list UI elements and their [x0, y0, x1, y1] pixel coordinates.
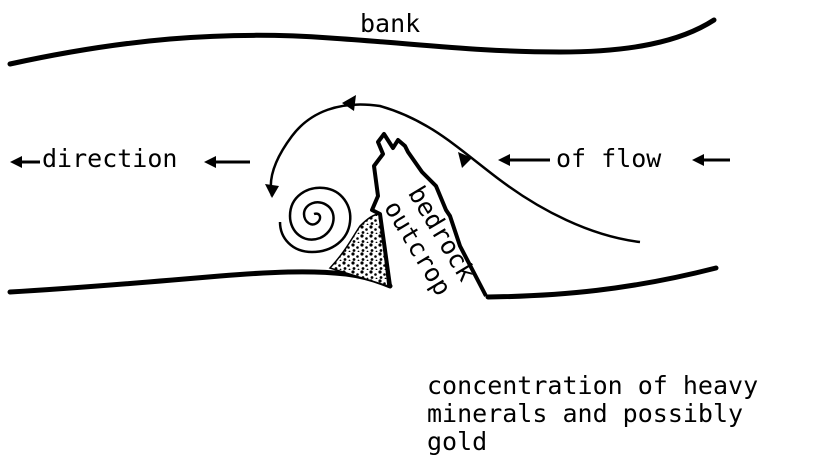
- eddy-arrowhead-right: [458, 152, 472, 168]
- bank-label: bank: [360, 10, 420, 38]
- eddy-arrowhead-left: [265, 184, 279, 198]
- direction-label: direction: [42, 145, 177, 173]
- eddy-flow-curve: [271, 104, 640, 242]
- concentration-caption-line2: minerals and possibly: [427, 400, 819, 428]
- eddy-spiral: [280, 188, 350, 252]
- of-flow-arrow-right-head: [692, 154, 704, 166]
- of-flow-arrow-left-head: [498, 154, 510, 166]
- of-flow-label: of flow: [556, 145, 661, 173]
- eddy-arrowhead-top: [342, 95, 356, 111]
- direction-arrow-left-head: [10, 156, 22, 168]
- concentration-caption-line3: gold: [427, 428, 819, 456]
- concentration-caption: concentration of heavy minerals and poss…: [427, 372, 819, 456]
- direction-arrow-right-head: [204, 156, 216, 168]
- lower-bank-left: [10, 272, 390, 292]
- concentration-caption-line1: concentration of heavy: [427, 372, 819, 400]
- lower-bank-right: [488, 268, 716, 297]
